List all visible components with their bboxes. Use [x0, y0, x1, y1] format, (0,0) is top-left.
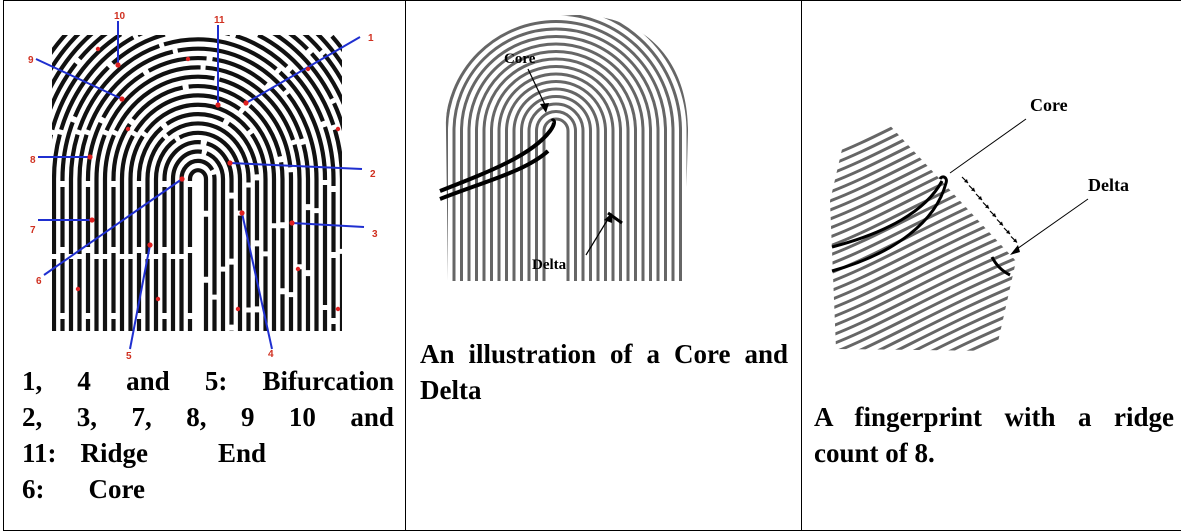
minutia-point: [296, 267, 300, 271]
core-label: Core: [504, 51, 536, 67]
minutia-label: 10: [114, 11, 126, 22]
caption-word: 4: [77, 363, 91, 399]
minutia-label: 1: [368, 33, 374, 44]
minutia-point: [239, 210, 244, 215]
ridge-count-caption: A fingerprint with a ridge count of 8.: [814, 399, 1174, 471]
loop-ridges: [18, 9, 388, 359]
minutia-label: 9: [28, 55, 34, 66]
minutia-point: [306, 67, 310, 71]
caption-word: and: [126, 363, 170, 399]
core-pointer: [950, 119, 1026, 173]
caption-row: 11: Ridge End: [22, 435, 394, 471]
minutia-point: [179, 176, 184, 181]
caption-word: 9: [241, 399, 255, 435]
caption-word: 1,: [22, 363, 42, 399]
minutia-point: [186, 57, 190, 61]
minutia-point: [76, 287, 80, 291]
minutiae-fingerprint-image: 1 2 3 4 5 6 7 8 9 10 11: [18, 9, 388, 359]
minutia-label: 5: [126, 351, 132, 359]
minutia-label: 8: [30, 155, 36, 166]
delta-pointer-head: [1010, 245, 1020, 255]
caption-word: and: [350, 399, 394, 435]
caption-row: 2, 3, 7, 8, 9 10 and: [22, 399, 394, 435]
caption-word: Ridge: [81, 435, 149, 471]
minutia-point: [336, 307, 340, 311]
minutia-point: [289, 220, 294, 225]
minutia-label: 6: [36, 276, 42, 287]
cell-ridge-count: Core Delta A fingerprint with a ridge co…: [802, 1, 1181, 530]
caption-word: 8,: [186, 399, 206, 435]
caption-word: 2,: [22, 399, 42, 435]
minutia-label: 2: [370, 169, 376, 180]
core-delta-fingerprint-image: Core Delta: [436, 11, 696, 286]
ridge-pattern: [436, 11, 696, 281]
minutia-point: [96, 47, 100, 51]
minutia-point: [215, 102, 220, 107]
core-label-3: Core: [1030, 95, 1068, 115]
core-delta-caption: An illustration of a Core and Delta: [420, 336, 788, 408]
minutia-label: 4: [268, 349, 274, 359]
minutia-label: 3: [372, 229, 378, 240]
caption-word: 5:: [205, 363, 228, 399]
caption-word: 6:: [22, 471, 45, 507]
ridge-count-fingerprint-image: Core Delta: [816, 81, 1166, 361]
caption-row: 6: Core: [22, 471, 394, 507]
minutia-point: [236, 307, 240, 311]
caption-word: End: [218, 435, 266, 471]
minutia-point: [147, 242, 152, 247]
minutia-point: [89, 217, 94, 222]
minutia-point: [115, 62, 120, 67]
caption-word: Bifurcation: [262, 363, 394, 399]
minutia-point: [336, 127, 340, 131]
caption-word: 7,: [131, 399, 151, 435]
minutia-point: [87, 154, 92, 159]
minutia-point: [227, 160, 232, 165]
minutia-point: [126, 127, 130, 131]
caption-word: 3,: [77, 399, 97, 435]
delta-label: Delta: [532, 257, 567, 273]
figure-table: 1 2 3 4 5 6 7 8 9 10 11 1, 4 and 5: Bifurcation 2, 3, 7, 8…: [3, 0, 1181, 531]
caption-word: Core: [89, 471, 145, 507]
caption-word: 11:: [22, 435, 57, 471]
delta-label-3: Delta: [1088, 175, 1129, 195]
delta-pointer: [1014, 199, 1088, 251]
minutia-label: 7: [30, 225, 36, 236]
minutia-point: [156, 297, 160, 301]
cell-core-delta: Core Delta An illustration of a Core and…: [406, 1, 802, 530]
caption-row: 1, 4 and 5: Bifurcation: [22, 363, 394, 399]
cell-minutiae: 1 2 3 4 5 6 7 8 9 10 11 1, 4 and 5: Bifurcation 2, 3, 7, 8…: [4, 1, 406, 530]
caption-word: 10: [289, 399, 316, 435]
minutia-point: [119, 96, 124, 101]
highlighted-ridge: [440, 151, 548, 199]
minutia-label: 11: [214, 15, 225, 26]
minutia-point: [243, 100, 248, 105]
minutiae-caption: 1, 4 and 5: Bifurcation 2, 3, 7, 8, 9 10 and 11: Ridg…: [22, 363, 394, 507]
